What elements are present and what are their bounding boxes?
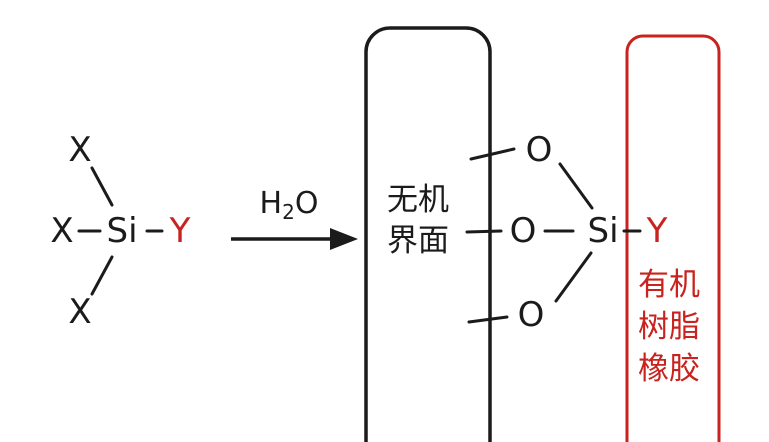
reactant-si-label: Si <box>106 211 138 251</box>
inorganic-label-line1: 无机 <box>387 182 449 218</box>
h2o-label: H2O <box>259 186 319 223</box>
organic-label-line2: 树脂 <box>638 309 700 345</box>
bond-interface-obottom <box>467 315 509 324</box>
inorganic-label-line2: 界面 <box>387 223 449 259</box>
bond-interface-omiddle <box>465 229 503 234</box>
product-y-label: Y <box>646 211 668 251</box>
product-o-bottom-label: O <box>517 295 545 335</box>
organic-panel-outline <box>625 34 721 442</box>
organic-label-line3: 橡胶 <box>638 351 700 387</box>
bond-xtop-si <box>90 166 114 207</box>
reactant-x-top-label: X <box>68 130 92 170</box>
h2o-o: O <box>294 186 319 221</box>
reactant-y-label: Y <box>169 211 191 251</box>
reactant-x-left-label: X <box>50 211 74 251</box>
product-o-middle-label: O <box>509 211 537 251</box>
inorganic-panel-label: 无机 界面 <box>387 180 449 262</box>
reaction-arrow-head <box>330 228 358 250</box>
reactant-x-bottom-label: X <box>68 292 92 332</box>
bond-xbottom-si <box>90 255 114 296</box>
bond-otop-si <box>558 162 594 210</box>
inorganic-panel-outline <box>364 26 492 442</box>
product-si-label: Si <box>587 211 619 251</box>
organic-label-line1: 有机 <box>638 267 700 303</box>
h2o-h: H <box>259 186 283 221</box>
organic-panel-label: 有机 树脂 橡胶 <box>638 264 700 390</box>
product-o-top-label: O <box>525 130 553 170</box>
h2o-subscript: 2 <box>282 200 295 224</box>
bond-obottom-si <box>554 251 593 303</box>
bond-interface-otop <box>469 147 516 161</box>
